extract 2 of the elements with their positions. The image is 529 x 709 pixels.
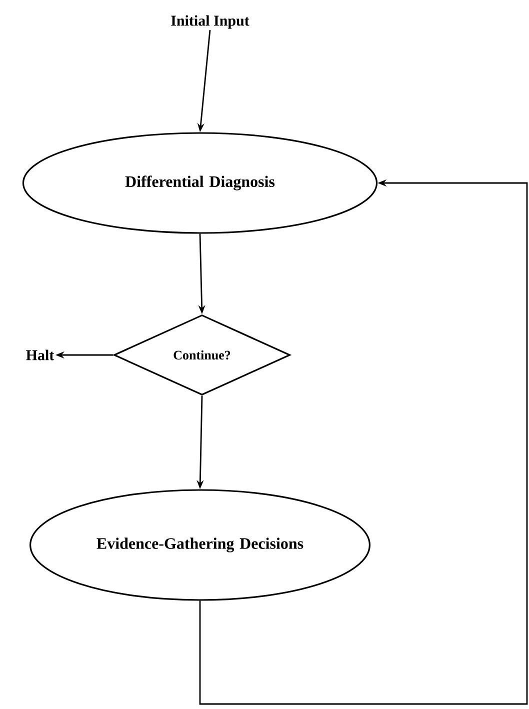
halt-label: Halt — [26, 350, 54, 360]
input-label: Initial Input — [171, 15, 250, 29]
